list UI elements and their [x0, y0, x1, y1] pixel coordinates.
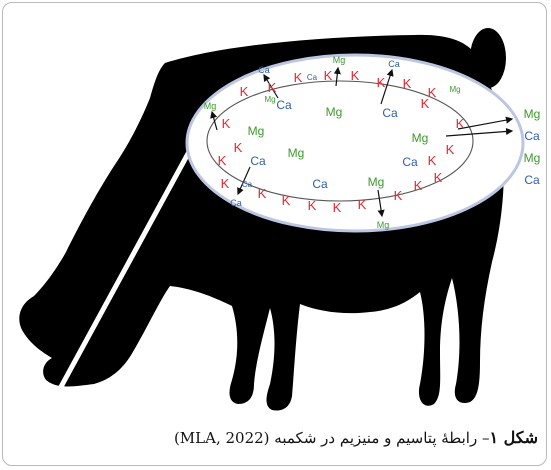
figure-caption: شکل ۱– رابطهٔ پتاسیم و منیزیم در شکمبه (…: [60, 428, 538, 454]
ion-k: K: [428, 85, 437, 100]
ion-ca-outside-bottom-left: Ca: [230, 198, 242, 208]
ion-mg: Mg: [412, 131, 429, 145]
ion-ca-small-top: Ca: [307, 73, 318, 82]
ion-k: K: [221, 176, 230, 191]
ion-ca: Ca: [250, 154, 266, 168]
ion-ca: Ca: [276, 98, 292, 112]
ion-mg: Mg: [288, 146, 305, 160]
caption-text: – رابطهٔ پتاسیم و منیزیم در شکمبه (MLA, …: [174, 429, 490, 447]
ion-k: K: [403, 76, 412, 91]
ion-k: K: [308, 198, 317, 213]
ion-k: K: [446, 142, 455, 157]
ion-mg: Mg: [248, 124, 265, 138]
ion-k: K: [333, 200, 342, 215]
ion-k: K: [294, 70, 303, 85]
ion-ca-outside-top-right: Ca: [388, 59, 400, 69]
ion-mg-small-right: Mg: [449, 85, 460, 94]
ion-mg: Mg: [368, 175, 385, 189]
ion-k: K: [377, 75, 386, 90]
ion-ca-outside-top-left: Ca: [258, 65, 270, 75]
ion-k: K: [222, 116, 231, 131]
ion-k: K: [240, 84, 249, 99]
ion-ca-exit: Ca: [524, 129, 540, 143]
ion-mg-outside-top: Mg: [333, 55, 346, 65]
ion-k: K: [414, 178, 423, 193]
ion-k: K: [234, 140, 243, 155]
ion-ca: Ca: [312, 177, 328, 191]
ion-k: K: [428, 153, 437, 168]
ion-ca-exit: Ca: [524, 173, 540, 187]
ion-ca: Ca: [382, 106, 398, 120]
ion-mg-small: Mg: [264, 95, 275, 104]
ion-k: K: [258, 186, 267, 201]
ion-k: K: [358, 197, 367, 212]
ion-k: K: [351, 68, 360, 83]
ion-mg: Mg: [326, 105, 343, 119]
ion-ca: Ca: [402, 155, 418, 169]
ion-k: K: [394, 188, 403, 203]
ion-k: K: [456, 116, 465, 131]
ion-mg-exit: Mg: [524, 151, 541, 165]
ion-mg-exit: Mg: [524, 107, 541, 121]
ion-ca-small: Ca: [242, 180, 253, 189]
ion-k: K: [268, 80, 277, 95]
caption-label: شکل ۱: [489, 428, 538, 447]
ion-k: K: [324, 68, 333, 83]
ion-mg-outside-bottom: Mg: [377, 220, 390, 230]
ion-k: K: [218, 153, 227, 168]
ion-k: K: [434, 170, 443, 185]
ion-mg-outside-left: Mg: [204, 101, 217, 111]
ion-k: K: [282, 193, 291, 208]
